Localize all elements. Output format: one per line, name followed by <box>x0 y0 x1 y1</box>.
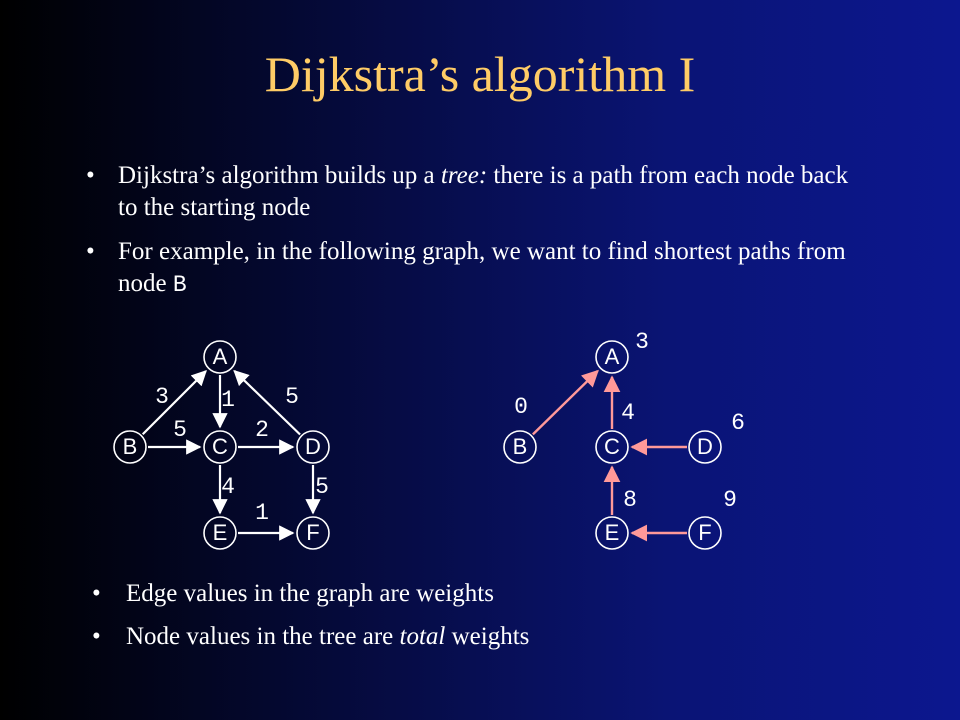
bullet-example: For example, in the following graph, we … <box>82 236 862 301</box>
graph-edge-weight: 1 <box>221 387 235 413</box>
tree-node-b <box>503 430 537 464</box>
tree-node-a <box>595 340 629 374</box>
graph-node-label: E <box>213 520 228 545</box>
graph-edge-weight: 1 <box>255 500 269 526</box>
graph-node-label: A <box>213 344 228 369</box>
tree-node-label: B <box>513 434 528 459</box>
tree-node-total-weight: 0 <box>514 394 528 420</box>
tree-node-c <box>595 430 629 464</box>
slide-title: Dijkstra’s algorithm I <box>264 46 696 102</box>
graph-edge-b-a <box>141 370 207 436</box>
bullet-edge-values: Edge values in the graph are weights <box>88 577 868 611</box>
graph-node-label: F <box>306 520 319 545</box>
tree-edge-b-a <box>532 369 599 436</box>
tree-node-e <box>595 516 629 550</box>
graph-node-label: C <box>212 434 228 459</box>
bottom-bullet-list: Edge values in the graph are weights Nod… <box>88 577 868 663</box>
top-bullet-list: Dijkstra’s algorithm builds up a tree: t… <box>82 160 862 313</box>
tree-node-total-weight: 4 <box>621 400 635 426</box>
start-node-code: B <box>172 272 187 298</box>
graph-edge-weight: 5 <box>315 474 329 500</box>
graph-edge-weight: 5 <box>285 384 299 410</box>
tree-node-label: C <box>604 434 620 459</box>
graph-edge-weight: 3 <box>155 384 169 410</box>
graph-node-label: B <box>123 434 138 459</box>
graph-edge-d-a <box>233 369 301 436</box>
graph-node-b <box>113 430 147 464</box>
graph-node-c <box>203 430 237 464</box>
graph-node-d <box>296 430 330 464</box>
graph-node-label: D <box>305 434 321 459</box>
tree-node-d <box>688 430 722 464</box>
graph-node-e <box>203 516 237 550</box>
tree-node-total-weight: 9 <box>723 487 737 513</box>
graph-node-a <box>203 340 237 374</box>
tree-node-total-weight: 3 <box>635 329 649 355</box>
tree-node-label: E <box>605 520 620 545</box>
tree-node-label: A <box>605 344 620 369</box>
bullet-tree-definition: Dijkstra’s algorithm builds up a tree: t… <box>82 160 862 224</box>
graph-edge-weight: 2 <box>255 417 269 443</box>
tree-node-f <box>688 516 722 550</box>
tree-node-total-weight: 6 <box>731 410 745 436</box>
graph-node-f <box>296 516 330 550</box>
tree-node-label: F <box>698 520 711 545</box>
graph-edge-weight: 5 <box>173 417 187 443</box>
tree-node-total-weight: 8 <box>623 487 637 513</box>
bullet-node-values: Node values in the tree are total weight… <box>88 620 868 654</box>
graph-edge-weight: 4 <box>221 474 235 500</box>
tree-node-label: D <box>697 434 713 459</box>
